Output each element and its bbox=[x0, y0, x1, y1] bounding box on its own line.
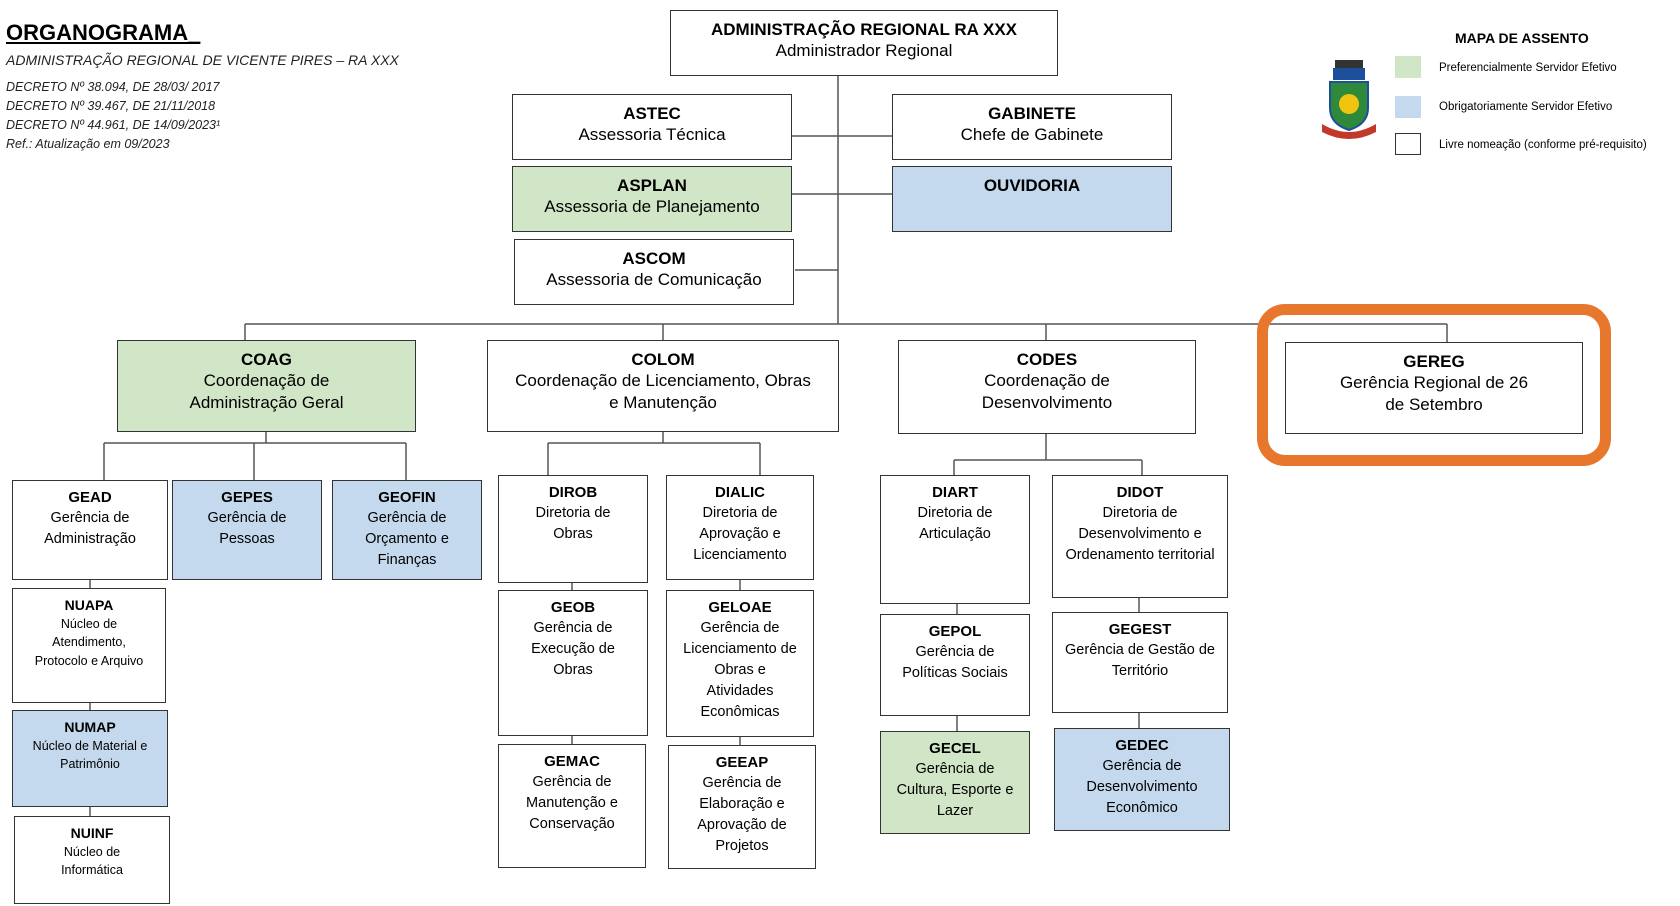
page-subtitle: ADMINISTRAÇÃO REGIONAL DE VICENTE PIRES … bbox=[6, 52, 399, 68]
unit-desc: Gerência de Pessoas bbox=[207, 509, 287, 547]
decree-line: DECRETO Nº 38.094, DE 28/03/ 2017 bbox=[6, 80, 220, 94]
unit-desc: Núcleo de Material e Patrimônio bbox=[32, 738, 148, 772]
unit-abbr: CODES bbox=[1016, 350, 1078, 369]
org-unit-gabinete: GABINETE Chefe de Gabinete bbox=[892, 94, 1172, 160]
legend-label-blue: Obrigatoriamente Servidor Efetivo bbox=[1439, 101, 1613, 113]
unit-desc: Diretoria de Obras bbox=[535, 504, 611, 542]
org-unit-astec: ASTEC Assessoria Técnica bbox=[512, 94, 792, 160]
unit-abbr: DIROB bbox=[548, 484, 598, 501]
org-unit-ascom: ASCOM Assessoria de Comunicação bbox=[514, 239, 794, 305]
org-unit-gegest: GEGEST Gerência de Gestão de Território bbox=[1052, 612, 1228, 713]
unit-abbr: COLOM bbox=[631, 350, 695, 369]
unit-abbr: DIART bbox=[932, 484, 978, 501]
unit-desc: Gerência de Cultura, Esporte e Lazer bbox=[896, 760, 1014, 819]
legend-title: MAPA DE ASSENTO bbox=[1455, 30, 1589, 46]
gereg-highlight bbox=[1257, 304, 1611, 466]
org-unit-geob: GEOB Gerência de Execução de Obras bbox=[498, 590, 648, 736]
org-unit-geeap: GEEAP Gerência de Elaboração e Aprovação… bbox=[668, 745, 816, 869]
unit-desc: Diretoria de Desenvolvimento e Ordenamen… bbox=[1065, 504, 1215, 563]
org-unit-didot: DIDOT Diretoria de Desenvolvimento e Ord… bbox=[1052, 475, 1228, 598]
org-unit-gedec: GEDEC Gerência de Desenvolvimento Econôm… bbox=[1054, 728, 1230, 831]
unit-abbr: ASCOM bbox=[622, 249, 686, 268]
unit-abbr: NUINF bbox=[70, 825, 114, 841]
unit-abbr: GEPES bbox=[221, 489, 273, 506]
org-unit-colom: COLOM Coordenação de Licenciamento, Obra… bbox=[487, 340, 839, 432]
org-unit-numap: NUMAP Núcleo de Material e Patrimônio bbox=[12, 710, 168, 807]
unit-abbr: GEOFIN bbox=[378, 489, 436, 506]
decree-line: DECRETO Nº 39.467, DE 21/11/2018 bbox=[6, 99, 216, 113]
unit-desc: Gerência de Políticas Sociais bbox=[902, 643, 1008, 681]
unit-abbr: GEREG bbox=[1403, 352, 1465, 371]
unit-abbr: NUMAP bbox=[64, 719, 116, 735]
unit-abbr: GEOB bbox=[550, 599, 596, 616]
legend-swatch-green bbox=[1395, 56, 1421, 78]
unit-abbr: DIDOT bbox=[1116, 484, 1164, 501]
org-unit-codes: CODES Coordenação de Desenvolvimento bbox=[898, 340, 1196, 434]
unit-desc: Coordenação de Administração Geral bbox=[189, 371, 344, 412]
org-unit-gereg: GEREG Gerência Regional de 26 de Setembr… bbox=[1285, 342, 1583, 434]
unit-desc: Gerência de Orçamento e Finanças bbox=[365, 509, 449, 568]
unit-abbr: GELOAE bbox=[708, 599, 772, 616]
org-unit-dialic: DIALIC Diretoria de Aprovação e Licencia… bbox=[666, 475, 814, 580]
unit-abbr: GEDEC bbox=[1115, 737, 1169, 754]
unit-desc: Diretoria de Articulação bbox=[917, 504, 993, 542]
legend-label-white: Livre nomeação (conforme pré-requisito) bbox=[1439, 139, 1647, 151]
legend-swatch-white bbox=[1395, 133, 1421, 155]
unit-desc: Assessoria Técnica bbox=[578, 125, 726, 145]
org-unit-gepol: GEPOL Gerência de Políticas Sociais bbox=[880, 614, 1030, 716]
unit-desc: Coordenação de Desenvolvimento bbox=[981, 371, 1113, 412]
unit-abbr: DIALIC bbox=[715, 484, 765, 501]
reference-line: Ref.: Atualização em 09/2023 bbox=[6, 137, 170, 151]
org-unit-gepes: GEPES Gerência de Pessoas bbox=[172, 480, 322, 580]
unit-desc: Núcleo de Atendimento, Protocolo e Arqui… bbox=[34, 616, 144, 669]
legend-swatch-blue bbox=[1395, 96, 1421, 118]
unit-desc: Diretoria de Aprovação e Licenciamento bbox=[693, 504, 787, 563]
unit-desc: Gerência de Elaboração e Aprovação de Pr… bbox=[697, 774, 787, 854]
unit-abbr: GEMAC bbox=[544, 753, 600, 770]
org-unit-gead: GEAD Gerência de Administração bbox=[12, 480, 168, 580]
org-unit-geloae: GELOAE Gerência de Licenciamento de Obra… bbox=[666, 590, 814, 737]
unit-abbr: OUVIDORIA bbox=[983, 176, 1081, 195]
unit-desc: Gerência de Licenciamento de Obras e Ati… bbox=[683, 619, 797, 720]
org-unit-gemac: GEMAC Gerência de Manutenção e Conservaç… bbox=[498, 744, 646, 868]
unit-abbr: GEGEST bbox=[1108, 621, 1172, 638]
decree-line: DECRETO Nº 44.961, DE 14/09/2023¹ bbox=[6, 118, 221, 132]
unit-abbr: NUAPA bbox=[64, 597, 114, 613]
coat-of-arms-icon bbox=[1322, 60, 1376, 139]
unit-abbr: GABINETE bbox=[988, 104, 1076, 123]
unit-desc: Gerência de Desenvolvimento Econômico bbox=[1086, 757, 1198, 816]
unit-abbr: GEPOL bbox=[928, 623, 982, 640]
unit-abbr: ADMINISTRAÇÃO REGIONAL RA XXX bbox=[710, 20, 1018, 39]
unit-desc: Assessoria de Planejamento bbox=[544, 197, 760, 217]
unit-desc: Chefe de Gabinete bbox=[960, 125, 1104, 145]
unit-abbr: COAG bbox=[241, 350, 292, 369]
unit-desc: Coordenação de Licenciamento, Obras e Ma… bbox=[515, 371, 811, 412]
org-unit-ouvidoria: OUVIDORIA bbox=[892, 166, 1172, 232]
unit-abbr: GECEL bbox=[929, 740, 981, 757]
unit-abbr: GEAD bbox=[68, 489, 112, 506]
org-unit-ra: ADMINISTRAÇÃO REGIONAL RA XXX Administra… bbox=[670, 10, 1058, 76]
org-unit-nuapa: NUAPA Núcleo de Atendimento, Protocolo e… bbox=[12, 588, 166, 703]
unit-desc: Assessoria de Comunicação bbox=[546, 270, 762, 290]
unit-desc: Gerência de Administração bbox=[44, 509, 136, 547]
org-unit-dirob: DIROB Diretoria de Obras bbox=[498, 475, 648, 583]
page-title: ORGANOGRAMA_ bbox=[6, 20, 201, 45]
unit-abbr: ASTEC bbox=[623, 104, 681, 123]
org-unit-coag: COAG Coordenação de Administração Geral bbox=[117, 340, 416, 432]
unit-desc: Núcleo de Informática bbox=[61, 844, 123, 878]
legend-label-green: Preferencialmente Servidor Efetivo bbox=[1439, 62, 1617, 74]
org-unit-diart: DIART Diretoria de Articulação bbox=[880, 475, 1030, 604]
unit-desc: Administrador Regional bbox=[775, 41, 953, 61]
org-unit-gecel: GECEL Gerência de Cultura, Esporte e Laz… bbox=[880, 731, 1030, 834]
org-unit-nuinf: NUINF Núcleo de Informática bbox=[14, 816, 170, 904]
unit-abbr: ASPLAN bbox=[617, 176, 687, 195]
unit-abbr: GEEAP bbox=[715, 754, 769, 771]
org-unit-geofin: GEOFIN Gerência de Orçamento e Finanças bbox=[332, 480, 482, 580]
org-unit-asplan: ASPLAN Assessoria de Planejamento bbox=[512, 166, 792, 232]
unit-desc: Gerência de Manutenção e Conservação bbox=[526, 773, 618, 832]
unit-desc: Gerência de Gestão de Território bbox=[1065, 641, 1215, 679]
unit-desc: Gerência Regional de 26 de Setembro bbox=[1339, 373, 1529, 414]
unit-desc: Gerência de Execução de Obras bbox=[531, 619, 615, 678]
